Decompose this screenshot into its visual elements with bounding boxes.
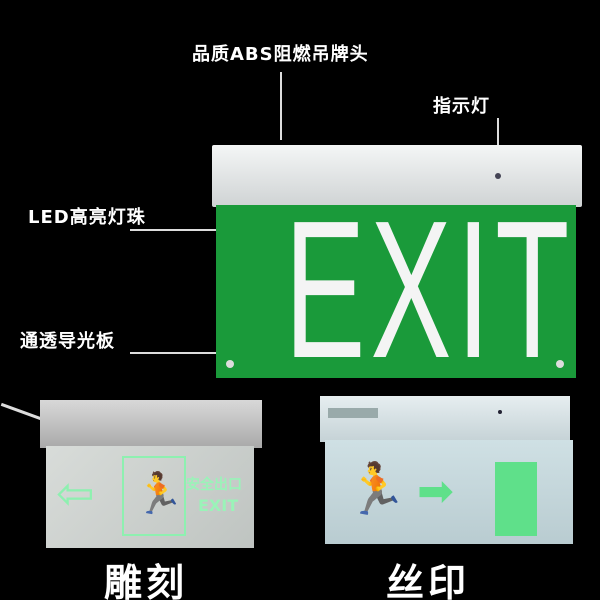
callout-housing: 品质ABS阻燃吊牌头	[192, 44, 369, 65]
callout-panel: 通透导光板	[20, 331, 115, 352]
sign-housing	[212, 145, 582, 207]
running-man-door-icon: 🏃	[122, 456, 186, 536]
power-cable	[0, 402, 42, 421]
indicator-light-icon	[495, 173, 501, 179]
callout-indicator: 指示灯	[433, 96, 490, 117]
callout-line-led	[130, 229, 220, 231]
screw-hole-icon	[226, 360, 234, 368]
engraved-cn-text: 安全出口	[186, 477, 242, 493]
exit-text: EXIT	[284, 180, 575, 399]
printed-sign-housing	[320, 396, 570, 442]
door-icon	[495, 462, 537, 536]
left-arrow-icon: ⇦	[56, 466, 95, 520]
callout-line-indicator	[497, 118, 499, 168]
printed-sign-panel: 🏃 ➡	[325, 440, 573, 544]
running-man-icon: 🏃	[345, 460, 408, 518]
engraved-sign-housing	[40, 400, 262, 448]
exit-sign-panel: EXIT	[216, 180, 576, 399]
callout-line-panel	[130, 352, 216, 354]
caption-engraved: 雕刻	[104, 561, 189, 600]
callout-line-housing	[280, 72, 282, 140]
screw-hole-icon	[556, 360, 564, 368]
callout-led: LED高亮灯珠	[28, 207, 146, 228]
caption-printed: 丝印	[386, 561, 471, 600]
right-arrow-icon: ➡	[417, 466, 454, 517]
engraved-en-text: EXIT	[198, 496, 239, 515]
engraved-sign-panel: ⇦ 🏃 安全出口 EXIT	[46, 446, 254, 548]
indicator-light-icon	[498, 410, 502, 414]
product-label	[328, 408, 378, 418]
